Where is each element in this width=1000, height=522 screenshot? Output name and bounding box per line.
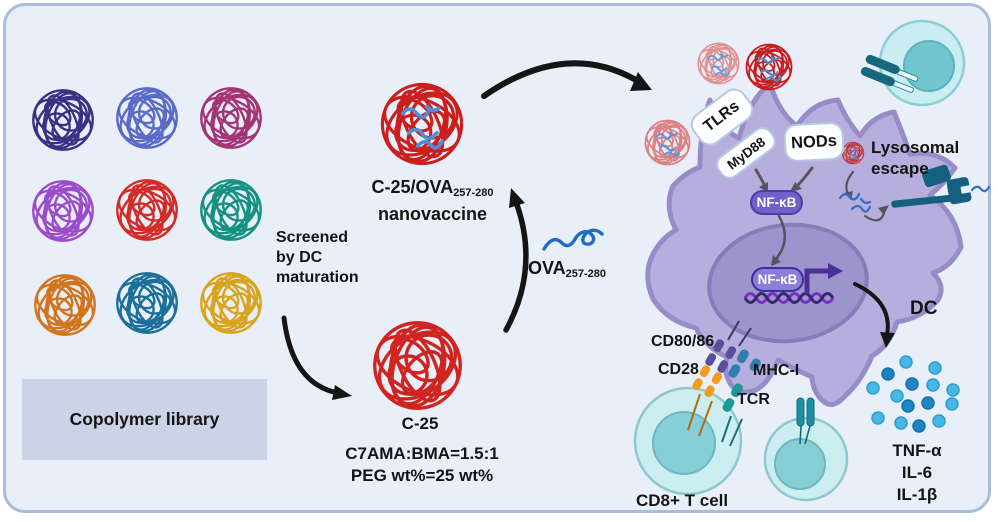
cd8-t-cell	[633, 386, 743, 496]
antibody-icon	[860, 54, 919, 93]
cd80-86-icon	[705, 339, 737, 373]
c25-label: C-25	[401, 414, 439, 433]
nanovaccine-label: C-25/OVA257-280 nanovaccine	[371, 177, 494, 225]
tcr-icon	[722, 383, 743, 412]
nanoparticle-pink-1	[693, 40, 744, 87]
copolymer-ball-red	[110, 175, 184, 245]
mhc1-label: MHC-I	[753, 362, 800, 379]
copolymer-ball-blue	[110, 83, 184, 153]
ova-peptide-squiggle	[542, 228, 604, 251]
copolymer-ball-steelblue	[110, 268, 184, 338]
tcr-icon-2	[796, 397, 815, 445]
cytokines-caption: TNF-α IL-6 IL-1β	[892, 441, 942, 504]
ova-label: OVA257-280	[528, 258, 606, 281]
dc-label: DC	[910, 298, 938, 319]
transcription-arrow	[804, 263, 843, 294]
c25-composition: C7AMA:BMA=1.5:1 PEG wt%=25 wt%	[345, 444, 499, 485]
lysosomal-escape-caption: Lysosomal escape	[871, 138, 960, 178]
mhc1-icon	[728, 349, 761, 378]
escaped-peptides	[838, 192, 872, 213]
copolymer-ball-gold	[194, 268, 268, 338]
copolymer-ball-teal	[194, 175, 268, 245]
proteasome-icon	[891, 164, 991, 208]
receptor-cluster	[687, 320, 761, 447]
nanoparticle-pink-2	[640, 117, 695, 168]
c25-ball	[365, 316, 470, 415]
copolymer-ball-purple	[26, 176, 100, 246]
cd28-label: CD28	[658, 361, 699, 378]
t-cell-2	[763, 397, 849, 502]
nfkb-cytoplasm-badge: NF-κB	[750, 190, 803, 215]
screening-caption: Screened by DC maturation	[276, 229, 359, 286]
nanovaccine-ball	[373, 78, 471, 170]
cd8-t-cell-label: CD8+ T cell	[636, 491, 729, 510]
uptake-arrow	[481, 60, 652, 99]
cytokine-dots	[866, 355, 960, 433]
tcr-label: TCR	[737, 391, 770, 408]
copolymer-ball-navy	[26, 85, 100, 155]
secretion-arrow	[853, 282, 895, 348]
screening-arrow	[281, 315, 352, 400]
ova-loading-arrow	[503, 188, 529, 333]
dna-helix	[743, 292, 835, 304]
cd28-icon	[692, 365, 723, 398]
cd80-86-label: CD80/86	[651, 333, 715, 350]
copolymer-ball-orange	[28, 270, 102, 340]
nfkb-nucleus-badge: NF-κB	[751, 267, 804, 292]
copolymer-ball-magenta	[194, 83, 268, 153]
copolymer-library-label: Copolymer library	[22, 379, 267, 460]
nanoparticle-red	[741, 41, 797, 93]
top-right-cell	[860, 19, 966, 107]
nods-box: NODs	[783, 121, 845, 163]
